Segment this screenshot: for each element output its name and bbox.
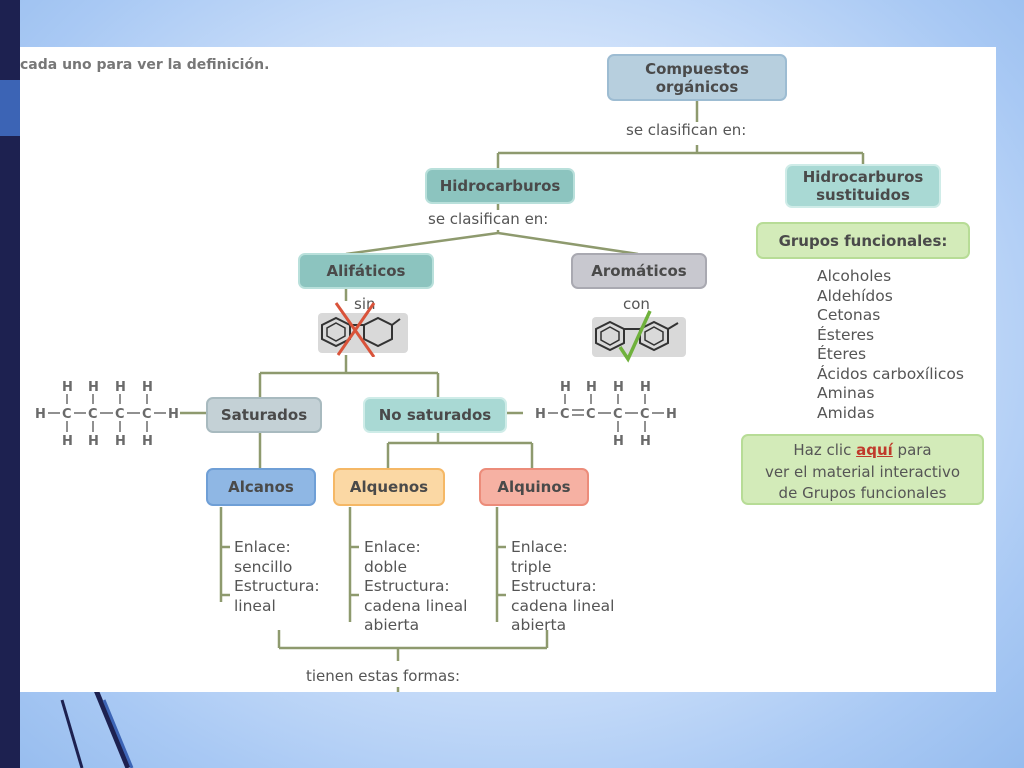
node-alifaticos[interactable]: Alifáticos [298, 253, 434, 289]
svg-text:H: H [115, 434, 126, 449]
property-text: triple [511, 557, 552, 576]
interactive-text-pre: Haz clic [793, 441, 857, 459]
property-text: Enlace: [364, 538, 421, 556]
concept-map-panel: cada uno para ver la definición. [20, 47, 996, 692]
svg-text:H: H [35, 407, 46, 422]
property-text: Enlace: [234, 538, 291, 556]
interactive-text-post: para [892, 441, 932, 459]
sidebar-accent [0, 80, 20, 136]
list-item[interactable]: Aminas [817, 384, 875, 402]
property-text: cadena lineal [364, 596, 468, 615]
svg-text:H: H [640, 380, 651, 395]
node-alquinos[interactable]: Alquinos [479, 468, 589, 506]
label-tienen-estas-formas: tienen estas formas: [306, 667, 461, 685]
list-item[interactable]: Aldehídos [817, 286, 893, 305]
svg-text:C: C [560, 407, 570, 422]
interactive-text-line3: de Grupos funcionales [778, 484, 947, 502]
svg-text:C: C [613, 407, 623, 422]
property-text: Estructura: [511, 577, 597, 595]
node-hidrocarburos-sustituidos[interactable]: Hidrocarburos sustituidos [785, 164, 941, 208]
svg-text:H: H [613, 434, 624, 449]
svg-text:H: H [168, 407, 179, 422]
interactive-material-box: Haz clic aquí para ver el material inter… [741, 434, 984, 505]
svg-text:H: H [88, 434, 99, 449]
node-aromaticos[interactable]: Aromáticos [571, 253, 707, 289]
aqui-link[interactable]: aquí [856, 441, 893, 459]
svg-text:H: H [535, 407, 546, 422]
left-sidebar-bar [0, 0, 20, 768]
label-se-clasifican-1: se clasifican en: [626, 121, 747, 139]
svg-text:H: H [586, 380, 597, 395]
property-text: doble [364, 557, 408, 576]
property-text: cadena lineal [511, 596, 615, 615]
label-con: con [623, 295, 650, 313]
connector-lines [180, 101, 865, 692]
svg-text:H: H [62, 380, 73, 395]
svg-text:H: H [560, 380, 571, 395]
svg-text:C: C [115, 407, 125, 422]
alcanos-properties: Enlace: sencillo Estructura: lineal [234, 538, 320, 616]
svg-text:H: H [62, 434, 73, 449]
svg-text:C: C [142, 407, 152, 422]
list-item[interactable]: Amidas [817, 403, 875, 422]
svg-text:H: H [142, 434, 153, 449]
svg-text:C: C [88, 407, 98, 422]
svg-text:C: C [62, 407, 72, 422]
node-alcanos[interactable]: Alcanos [206, 468, 316, 506]
node-hidrocarburos[interactable]: Hidrocarburos [425, 168, 575, 204]
svg-text:H: H [115, 380, 126, 395]
list-item[interactable]: Alcoholes [817, 267, 892, 285]
aromatic-rings-checked-icon [592, 310, 686, 363]
interactive-text-line2: ver el material interactivo [764, 462, 961, 481]
property-text: abierta [364, 616, 420, 634]
list-item[interactable]: Cetonas [817, 306, 881, 324]
list-item[interactable]: Ácidos carboxílicos [817, 364, 964, 383]
node-no-saturados[interactable]: No saturados [363, 397, 507, 433]
list-item[interactable]: Éteres [817, 345, 867, 363]
alquinos-properties: Enlace: triple Estructura: cadena lineal… [511, 538, 614, 636]
property-text: Estructura: [234, 577, 320, 595]
property-text: Estructura: [364, 577, 450, 595]
svg-text:C: C [640, 407, 650, 422]
list-item[interactable]: Ésteres [817, 325, 875, 344]
functional-groups-list: Alcoholes Aldehídos Cetonas Ésteres Éter… [817, 267, 964, 423]
node-compuestos-organicos[interactable]: Compuestos orgánicos [607, 54, 787, 101]
intro-text: cada uno para ver la definición. [20, 57, 270, 73]
svg-text:H: H [142, 380, 153, 395]
property-text: abierta [511, 616, 567, 634]
svg-text:H: H [613, 380, 624, 395]
node-grupos-funcionales[interactable]: Grupos funcionales: [756, 222, 970, 259]
aromatic-rings-crossed-icon [318, 302, 408, 357]
svg-text:H: H [640, 434, 651, 449]
node-saturados[interactable]: Saturados [206, 397, 322, 433]
label-se-clasifican-2: se clasifican en: [428, 210, 549, 228]
svg-text:H: H [666, 407, 677, 422]
node-alquenos[interactable]: Alquenos [333, 468, 445, 506]
property-text: sencillo [234, 557, 293, 576]
property-text: Enlace: [511, 538, 568, 556]
property-text: lineal [234, 596, 276, 615]
alquenos-properties: Enlace: doble Estructura: cadena lineal … [364, 538, 467, 636]
svg-text:H: H [88, 380, 99, 395]
svg-text:C: C [586, 407, 596, 422]
